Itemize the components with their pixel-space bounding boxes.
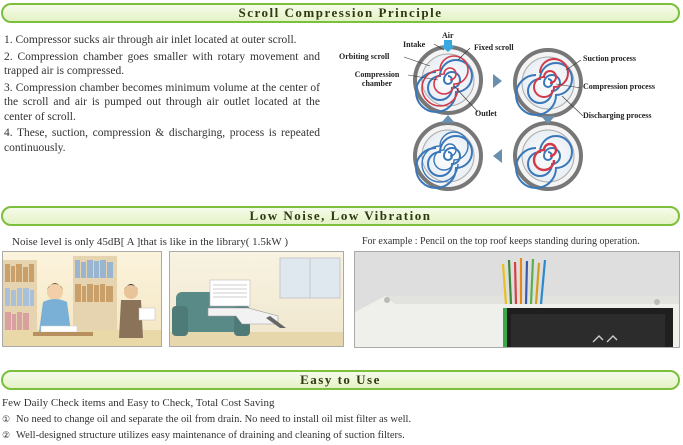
discharging-process-label: Discharging process: [583, 111, 652, 120]
low-noise-title: Low Noise, Low Vibration: [249, 208, 432, 223]
low-noise-banner: Low Noise, Low Vibration: [1, 206, 680, 226]
flow-arrow-right-icon: [493, 74, 502, 88]
pencil-test-caption: For example : Pencil on the top roof kee…: [362, 236, 640, 247]
scroll-principle-title: Scroll Compression Principle: [238, 5, 443, 20]
bookshelf-left: [3, 260, 37, 340]
flow-arrow-left-icon: [493, 149, 502, 163]
scroll-steps-list: 1. Compressor sucks air through air inle…: [4, 33, 320, 157]
library-illustration: [2, 251, 162, 347]
easy-item-1: ① No need to change oil and separate the …: [2, 414, 411, 425]
bookshelf-right: [73, 256, 117, 330]
suction-process-label: Suction process: [583, 54, 636, 63]
easy-item-2-number: ②: [2, 430, 11, 440]
easy-item-2: ② Well-designed structure utilizes easy m…: [2, 430, 405, 441]
fixed-scroll-label: Fixed scroll: [474, 43, 514, 52]
easy-to-use-title: Easy to Use: [300, 372, 381, 387]
scroll-principle-banner: Scroll Compression Principle: [1, 3, 680, 23]
newspaper-man: [207, 279, 286, 328]
air-intake-arrow-icon: [441, 40, 455, 52]
noise-level-caption: Noise level is only 45dB[ A ]that is lik…: [12, 236, 288, 248]
standing-pencils: [501, 258, 547, 305]
scroll-diagram: [403, 40, 584, 191]
flow-arrow-up-icon: [441, 115, 455, 123]
easy-item-2-text: Well-designed structure utilizes easy ma…: [16, 430, 405, 441]
step-3: 3. Compression chamber becomes minimum v…: [4, 81, 320, 123]
step-2: 2. Compression chamber goes smaller with…: [4, 50, 320, 78]
compression-chamber-label: Compression chamber: [354, 70, 400, 88]
easy-to-use-banner: Easy to Use: [1, 370, 680, 390]
compression-process-label: Compression process: [583, 82, 655, 91]
air-label: Air: [442, 31, 454, 40]
standing-man: [119, 284, 156, 338]
step-4: 4. These, suction, compression & dischar…: [4, 127, 320, 154]
flow-arrow-down-icon: [541, 116, 555, 124]
compressor-pencil-photo: [354, 251, 680, 348]
scroll-stage-2: [513, 48, 583, 118]
scroll-stage-4: [413, 121, 483, 191]
scroll-stage-3: [513, 121, 583, 191]
reading-woman: [33, 283, 93, 336]
orbiting-scroll-label: Orbiting scroll: [339, 52, 390, 61]
easy-intro-text: Few Daily Check items and Easy to Check,…: [2, 397, 275, 409]
reading-newspaper-illustration: [169, 251, 344, 347]
intake-label: Intake: [403, 40, 426, 49]
scroll-stage-1: [413, 45, 483, 115]
easy-item-1-number: ①: [2, 414, 11, 424]
easy-item-1-text: No need to change oil and separate the o…: [16, 414, 412, 425]
step-1: 1. Compressor sucks air through air inle…: [4, 34, 297, 46]
outlet-label: Outlet: [475, 109, 497, 118]
